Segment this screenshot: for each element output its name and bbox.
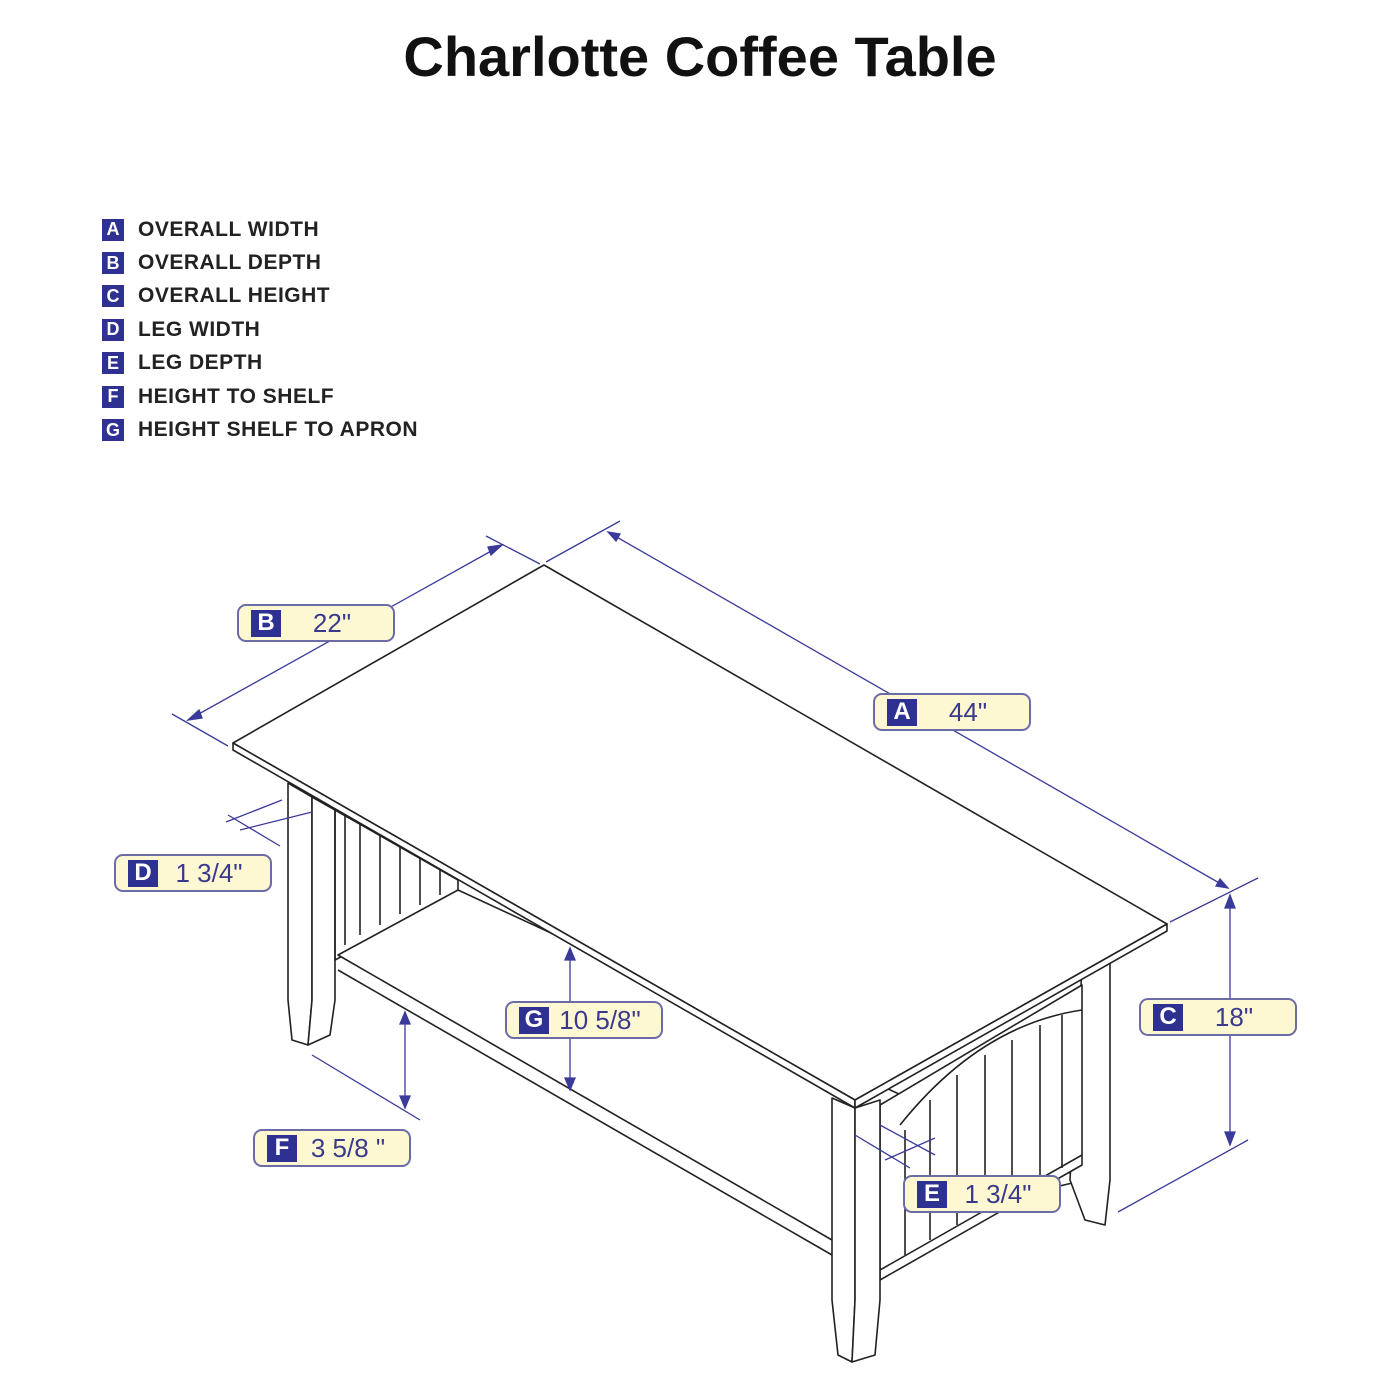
- dimension-value: 22": [312, 607, 352, 638]
- dimension-value: 44": [948, 696, 988, 727]
- dimension-legend: A OVERALL WIDTH B OVERALL DEPTH C OVERALL H…: [102, 213, 418, 447]
- legend-label: HEIGHT SHELF TO APRON: [138, 418, 419, 442]
- legend-item: E LEG DEPTH: [102, 347, 418, 380]
- legend-item: C OVERALL HEIGHT: [102, 280, 418, 313]
- legend-key: F: [102, 385, 124, 408]
- dimension-key: A: [887, 698, 917, 726]
- dimension-label-c: C 18": [1139, 998, 1297, 1036]
- dimension-key: E: [917, 1180, 947, 1208]
- legend-label: LEG DEPTH: [138, 351, 263, 375]
- dimension-label-d: D 1 3/4": [114, 854, 272, 892]
- dimension-label-f: F 3 5/8 ": [253, 1129, 411, 1167]
- legend-item: A OVERALL WIDTH: [102, 213, 418, 246]
- legend-label: LEG WIDTH: [138, 317, 261, 341]
- legend-key: D: [102, 318, 124, 341]
- legend-item: F HEIGHT TO SHELF: [102, 380, 418, 413]
- dimension-label-g: G 10 5/8": [505, 1001, 663, 1039]
- dimension-label-a: A 44": [873, 693, 1031, 731]
- legend-key: C: [102, 285, 124, 308]
- leg-back-left-side: [307, 796, 336, 1046]
- dimension-value: 1 3/4": [175, 857, 243, 888]
- legend-label: OVERALL WIDTH: [138, 217, 320, 241]
- leg-back-left: [287, 782, 313, 1046]
- dimension-label-b: B 22": [237, 604, 395, 642]
- dimension-label-e: E 1 3/4": [903, 1175, 1061, 1213]
- legend-label: OVERALL HEIGHT: [138, 284, 331, 308]
- leg-front: [831, 1097, 856, 1363]
- diagram-title: Charlotte Coffee Table: [403, 25, 997, 88]
- legend-key: E: [102, 352, 124, 375]
- dimension-key: F: [267, 1134, 297, 1162]
- legend-item: G HEIGHT SHELF TO APRON: [102, 413, 418, 446]
- dimension-value: 3 5/8 ": [310, 1132, 386, 1163]
- legend-item: B OVERALL DEPTH: [102, 246, 418, 279]
- dimension-key: D: [128, 859, 158, 887]
- legend-item: D LEG WIDTH: [102, 313, 418, 346]
- dimension-value: 18": [1214, 1001, 1254, 1032]
- dimension-key: C: [1153, 1003, 1183, 1031]
- dimension-value: 10 5/8": [559, 1004, 641, 1035]
- dimension-value: 1 3/4": [964, 1178, 1032, 1209]
- coffee-table: [232, 564, 1168, 1363]
- legend-key: G: [102, 419, 124, 442]
- dimension-key: G: [519, 1006, 549, 1034]
- tabletop-edge-side: [854, 923, 1168, 1109]
- legend-key: A: [102, 218, 124, 241]
- legend-label: OVERALL DEPTH: [138, 251, 322, 275]
- leg-front-side: [851, 1099, 881, 1363]
- legend-key: B: [102, 252, 124, 275]
- legend-label: HEIGHT TO SHELF: [138, 384, 335, 408]
- dimension-key: B: [251, 609, 281, 637]
